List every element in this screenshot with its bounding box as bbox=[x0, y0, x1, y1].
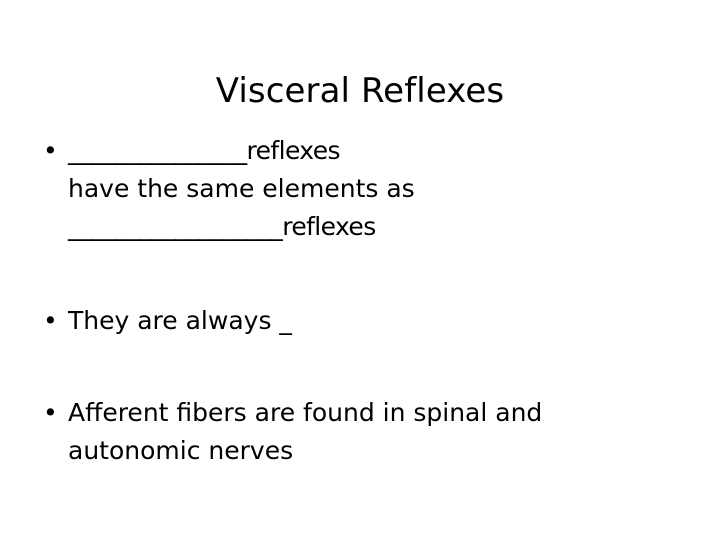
bullet-line: __________________reflexes bbox=[68, 212, 376, 241]
list-item: • Afferent fibers are found in spinal an… bbox=[40, 394, 688, 470]
bullet-point-icon: • bbox=[43, 136, 58, 165]
list-item: • _______________reflexes have the same … bbox=[40, 132, 688, 246]
spacer bbox=[40, 340, 688, 394]
list-item: • They are always _ bbox=[40, 302, 688, 340]
bullet-line: have the same elements as bbox=[68, 174, 415, 203]
slide-body: • _______________reflexes have the same … bbox=[40, 132, 688, 470]
bullet-line: autonomic nerves bbox=[68, 436, 294, 465]
page-title: Visceral Reflexes bbox=[215, 70, 505, 111]
list-item-text: They are always _ bbox=[68, 302, 688, 340]
list-item-text: _______________reflexes have the same el… bbox=[68, 132, 688, 246]
bullet-line: They are always _ bbox=[68, 306, 292, 335]
list-item-text: Afferent fibers are found in spinal and … bbox=[68, 394, 688, 470]
spacer bbox=[40, 246, 688, 302]
bullet-line: _______________reflexes bbox=[68, 136, 341, 165]
bullet-line: Afferent fibers are found in spinal and bbox=[68, 398, 543, 427]
bullet-point-icon: • bbox=[43, 398, 58, 427]
bullet-point-icon: • bbox=[43, 306, 58, 335]
